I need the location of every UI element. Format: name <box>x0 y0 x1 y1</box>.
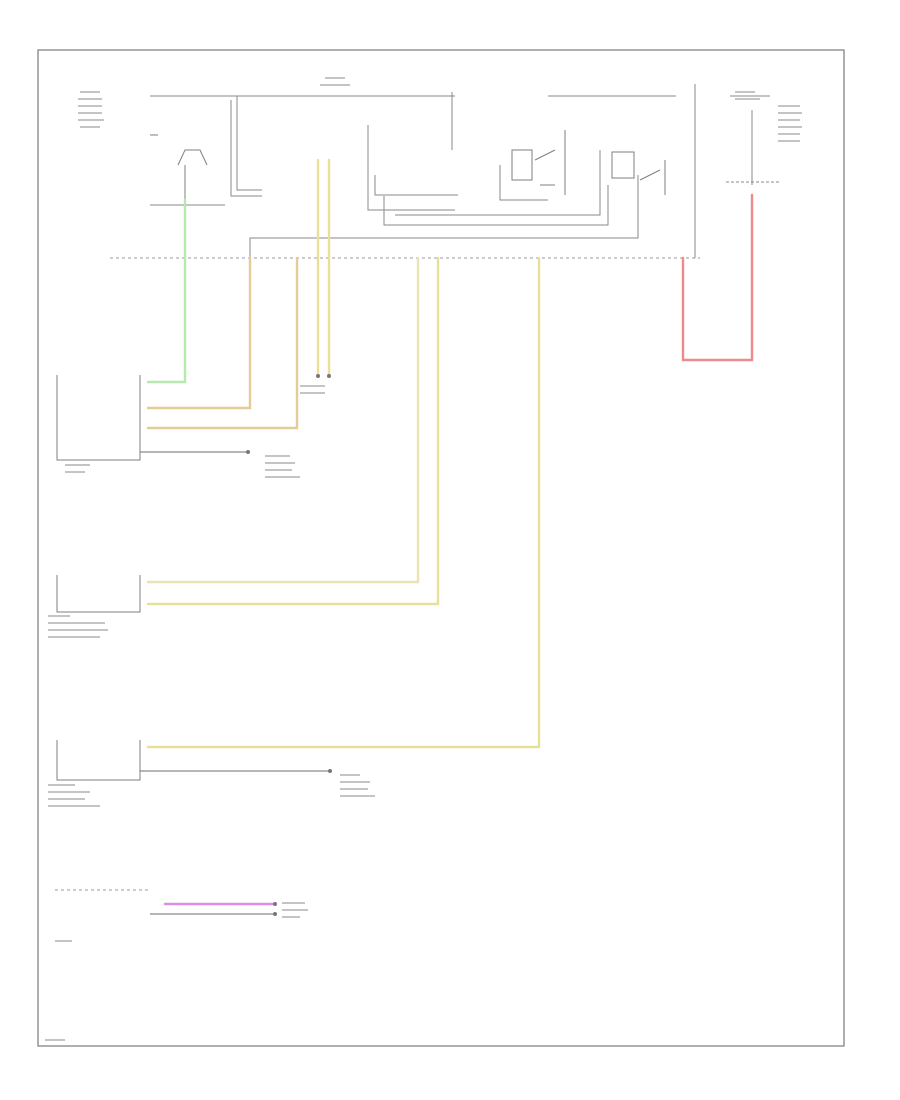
tan-wire-e <box>146 256 420 584</box>
relay-left <box>511 130 566 195</box>
internal-line-f <box>395 150 601 216</box>
internal-bracket-b <box>230 100 262 197</box>
tan-wire-a <box>146 256 252 410</box>
label-marks <box>45 77 802 1041</box>
internal-line-c <box>367 125 455 211</box>
splice-dot <box>316 374 320 378</box>
component-box-2 <box>56 575 141 613</box>
splice-dot <box>273 912 277 916</box>
internal-line-d <box>374 175 458 196</box>
internal-line-e <box>383 185 609 226</box>
splice-dot <box>327 374 331 378</box>
internal-bracket-a <box>236 96 262 191</box>
yellow-wire-g <box>146 256 541 749</box>
green-wire <box>146 198 187 384</box>
internal-line-g <box>249 175 639 260</box>
component-box-3 <box>56 740 141 781</box>
splice-dot <box>328 769 332 773</box>
splice-dot <box>246 450 250 454</box>
page-frame <box>37 49 845 1047</box>
yellow-wire-f <box>146 256 440 606</box>
internal-line-h <box>499 165 548 201</box>
red-wire <box>681 193 754 362</box>
component-box-1 <box>56 375 141 461</box>
relay-right <box>611 151 666 195</box>
switch-symbol <box>150 134 208 210</box>
tan-wire-b <box>146 256 299 430</box>
splice-dot <box>273 902 277 906</box>
